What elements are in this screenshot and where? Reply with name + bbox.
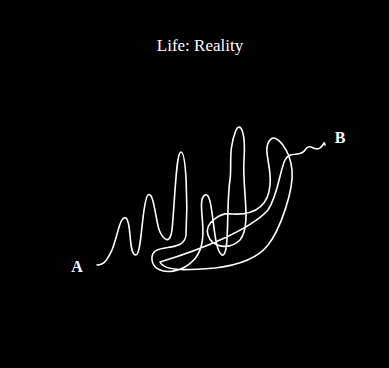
point-label: B (335, 129, 346, 147)
diagram-title: Life: Reality (157, 36, 243, 56)
life-path-line (97, 127, 325, 271)
point-label: A (71, 258, 83, 276)
